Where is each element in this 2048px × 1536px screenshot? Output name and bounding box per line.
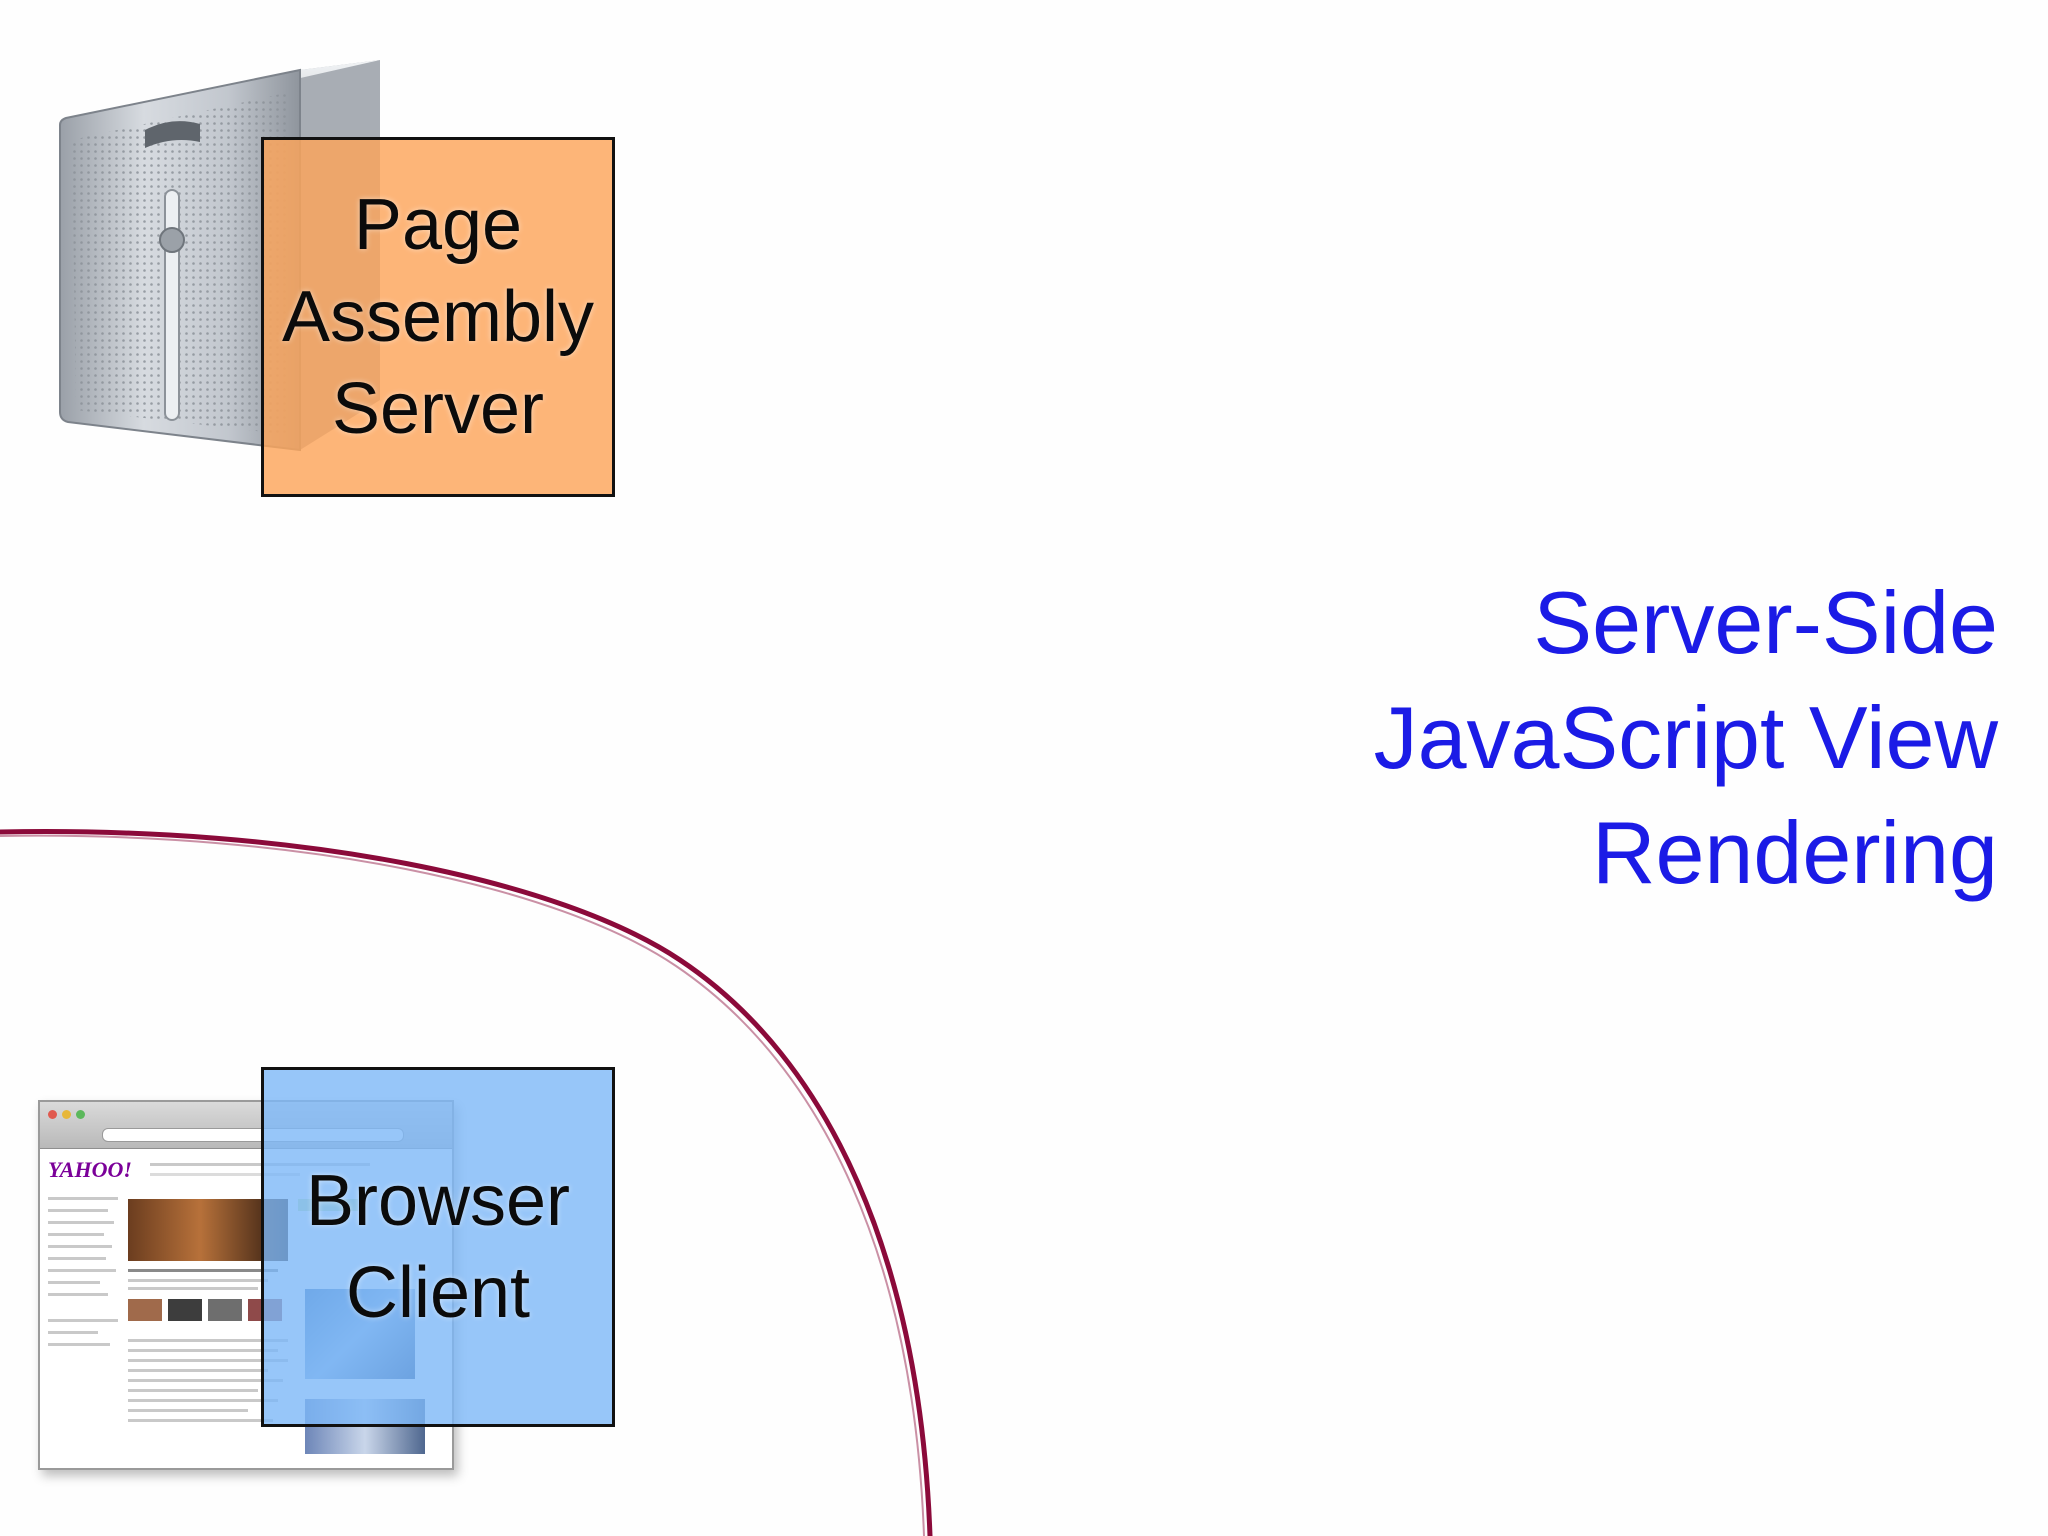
sidebar-line xyxy=(48,1331,98,1334)
heading-line: Server-Side xyxy=(1533,573,1998,672)
sidebar-line xyxy=(48,1319,118,1322)
heading-line: JavaScript View xyxy=(1373,688,1998,787)
label-line: Client xyxy=(345,1253,531,1333)
trending-line xyxy=(128,1419,273,1422)
label-line: Page xyxy=(353,185,523,265)
heading-line: Rendering xyxy=(1591,803,1998,902)
search-bar xyxy=(150,1173,300,1176)
yahoo-logo: YAHOO! xyxy=(48,1157,132,1182)
browser-client-box: Browser Client xyxy=(261,1067,615,1427)
trending-line xyxy=(128,1389,258,1392)
page-assembly-server-box: Page Assembly Server xyxy=(261,137,615,497)
thumbnail xyxy=(208,1299,242,1321)
trending-line xyxy=(128,1359,288,1362)
story-line xyxy=(128,1287,258,1290)
trending-line xyxy=(128,1349,278,1352)
trending-line xyxy=(128,1339,288,1342)
sidebar-line xyxy=(48,1245,112,1248)
trending-line xyxy=(128,1399,278,1402)
trending-line xyxy=(128,1369,268,1372)
window-close-dot xyxy=(48,1110,57,1119)
sidebar-line xyxy=(48,1257,106,1260)
headline-line xyxy=(128,1269,278,1272)
slide-heading: Server-Side JavaScript View Rendering xyxy=(1098,565,1998,910)
thumbnail xyxy=(168,1299,202,1321)
sidebar-line xyxy=(48,1233,104,1236)
label-line: Server xyxy=(331,369,545,449)
nav-strip xyxy=(150,1163,370,1166)
page-assembly-server-label: Page Assembly Server xyxy=(282,179,594,455)
thumbnail xyxy=(128,1299,162,1321)
sidebar-line xyxy=(48,1209,108,1212)
sidebar-line xyxy=(48,1293,108,1296)
sidebar-line xyxy=(48,1221,114,1224)
window-minimize-dot xyxy=(62,1110,71,1119)
sidebar-line xyxy=(48,1281,100,1284)
sidebar-line xyxy=(48,1269,116,1272)
sidebar-line xyxy=(48,1343,110,1346)
window-zoom-dot xyxy=(76,1110,85,1119)
label-line: Assembly xyxy=(281,277,595,357)
label-line: Browser xyxy=(305,1161,571,1241)
trending-line xyxy=(128,1409,248,1412)
sidebar-line xyxy=(48,1197,118,1200)
browser-client-label: Browser Client xyxy=(306,1155,570,1339)
story-line xyxy=(128,1279,268,1282)
trending-line xyxy=(128,1379,283,1382)
